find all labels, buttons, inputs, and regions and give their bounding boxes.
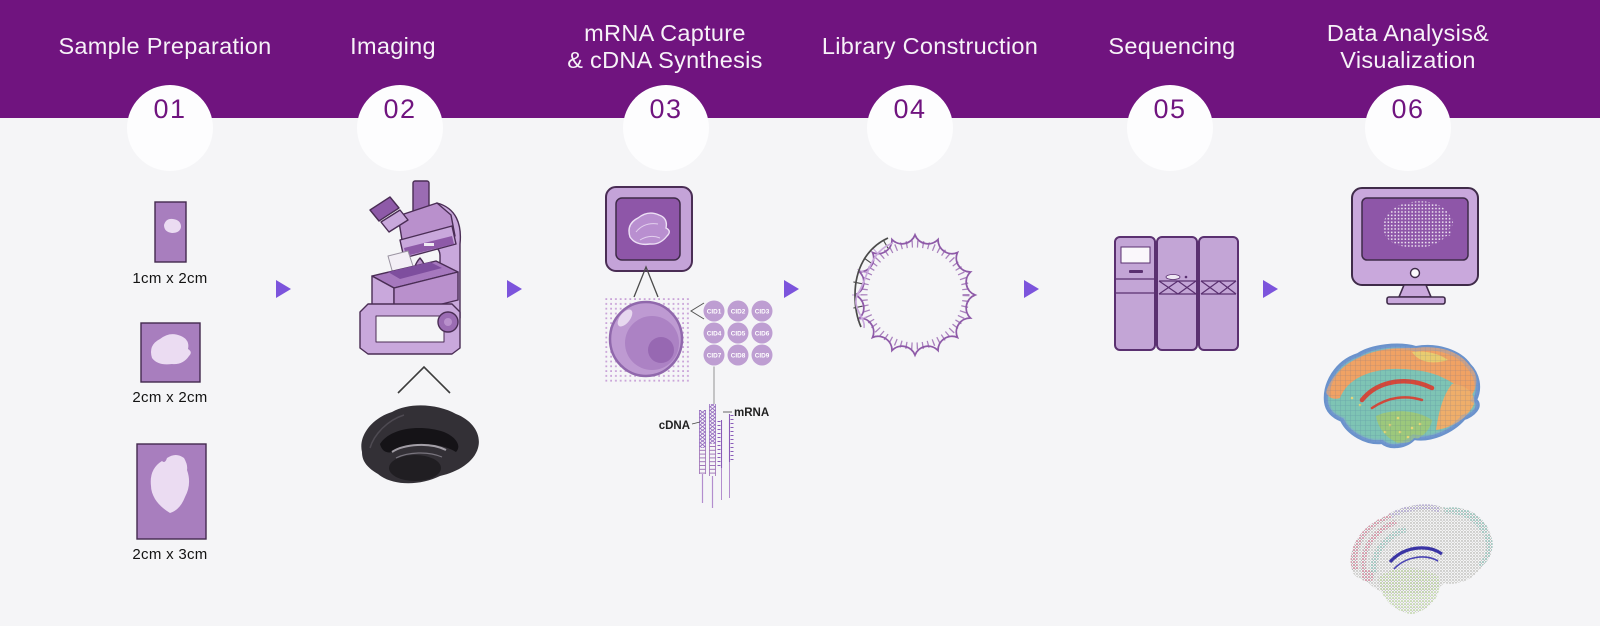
- title-line: mRNA Capture: [584, 19, 746, 46]
- monitor-icon: [1351, 187, 1479, 305]
- cluster-map-brain-image: [1350, 504, 1493, 614]
- cid-label: CID3: [755, 308, 770, 315]
- callout-lines: [690, 302, 705, 320]
- step-number: 06: [1391, 94, 1425, 124]
- flow-arrow-icon: [1024, 280, 1039, 298]
- plasmid-dna-icon: [852, 232, 978, 358]
- step-number-badge-2: 02: [357, 85, 443, 171]
- title-line: Sample Preparation: [58, 33, 272, 60]
- step-number-badge-3: 03: [623, 85, 709, 171]
- cid-label: CID9: [755, 352, 770, 359]
- sample-size-label-1: 1cm x 2cm: [132, 270, 208, 287]
- mrna-label: mRNA: [734, 407, 769, 419]
- sample-slide-large: [136, 443, 207, 540]
- step-number: 03: [649, 94, 683, 124]
- tissue-section-image: [361, 405, 479, 484]
- microscope-icon: [359, 180, 462, 394]
- cid-label: CID4: [707, 330, 722, 337]
- zoom-indicator-lines: [633, 265, 659, 298]
- dotted-brain-visual: [1383, 201, 1454, 248]
- step-title-library-construction: Library Construction: [800, 12, 1060, 82]
- callout-lines: [691, 421, 701, 425]
- step-number: 01: [153, 94, 187, 124]
- cdna-mrna-strands: [699, 404, 734, 508]
- step-number-badge-6: 06: [1365, 85, 1451, 171]
- sample-size-label-2: 2cm x 2cm: [132, 389, 208, 406]
- cid-label: CID5: [731, 330, 746, 337]
- step-title-mrna-capture: mRNA Capture& cDNA Synthesis: [535, 12, 795, 82]
- step-number-badge-1: 01: [127, 85, 213, 171]
- cid-label: CID7: [707, 352, 722, 359]
- sample-size-label-3: 2cm x 3cm: [132, 546, 208, 563]
- sample-slide-small: [154, 201, 187, 263]
- capture-spot-illustration: [604, 296, 690, 382]
- title-line: Imaging: [350, 33, 436, 60]
- step-title-sample-preparation: Sample Preparation: [35, 12, 295, 82]
- step-number-badge-4: 04: [867, 85, 953, 171]
- cdna-label: cDNA: [659, 420, 690, 432]
- cid-label: CID6: [755, 330, 770, 337]
- step-number: 02: [383, 94, 417, 124]
- mrna-capture-illustration: CID1 CID2 CID3 CID4 CID5 CID6 CID7 CID8 …: [604, 186, 773, 508]
- cid-label: CID8: [731, 352, 746, 359]
- title-line: & cDNA Synthesis: [567, 47, 763, 73]
- cid-grid: CID1 CID2 CID3 CID4 CID5 CID6 CID7 CID8 …: [703, 300, 773, 366]
- cid-label: CID1: [707, 308, 722, 315]
- zoom-indicator-lines: [397, 365, 451, 394]
- cluster-green-region: [1378, 567, 1440, 614]
- sample-slide-medium: [140, 322, 201, 383]
- flow-arrow-icon: [507, 280, 522, 298]
- title-line: Data Analysis&: [1326, 19, 1490, 46]
- flow-arrow-icon: [1263, 280, 1278, 298]
- chip-icon: [605, 186, 693, 272]
- flow-arrow-icon: [784, 280, 799, 298]
- sample-slides-illustration: [136, 201, 207, 540]
- sequencer-icon: [1114, 236, 1239, 351]
- header-band: [0, 0, 1600, 118]
- step-number: 05: [1153, 94, 1187, 124]
- title-line: Visualization: [1340, 47, 1476, 73]
- step-title-sequencing: Sequencing: [1042, 12, 1302, 82]
- step-number: 04: [893, 94, 927, 124]
- title-line: Sequencing: [1108, 33, 1236, 60]
- heatmap-brain-image: [1323, 343, 1481, 449]
- step-title-data-analysis: Data Analysis&Visualization: [1278, 12, 1538, 82]
- title-line: Library Construction: [821, 33, 1039, 60]
- step-number-badge-5: 05: [1127, 85, 1213, 171]
- helix-segment: [852, 237, 894, 329]
- step-title-imaging: Imaging: [263, 12, 523, 82]
- flow-arrow-icon: [276, 280, 291, 298]
- cid-label: CID2: [731, 308, 746, 315]
